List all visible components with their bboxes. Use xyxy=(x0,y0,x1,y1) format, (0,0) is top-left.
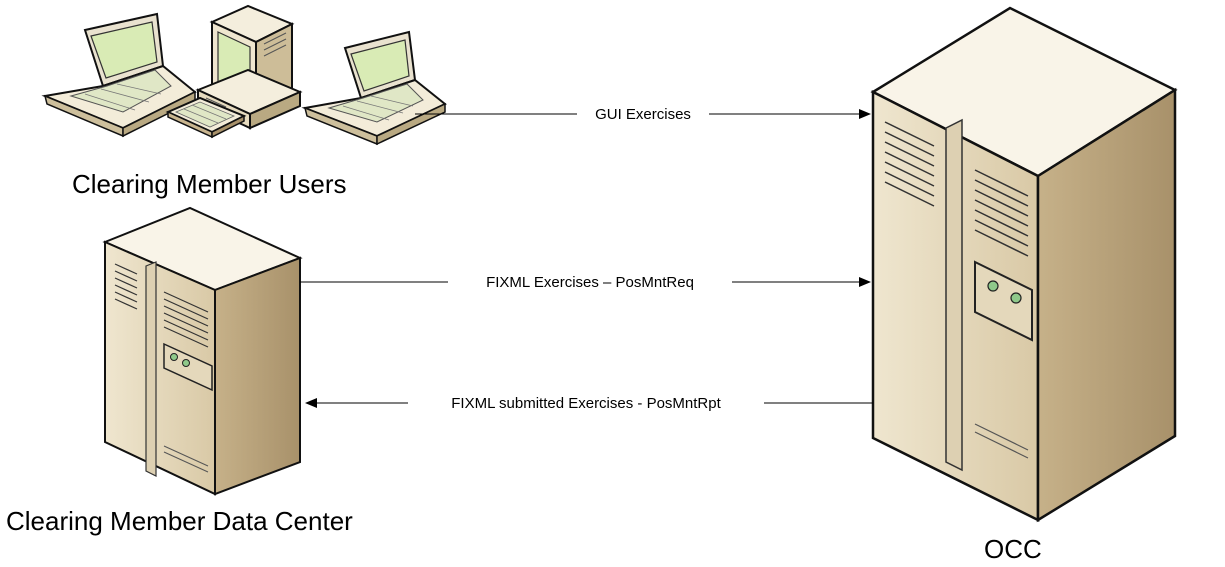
connector-label: GUI Exercises xyxy=(595,106,691,123)
connector-fixml-exercises: FIXML Exercises – PosMntReq xyxy=(300,272,871,292)
connector-label: FIXML submitted Exercises - PosMntRpt xyxy=(451,395,721,412)
connector-fixml-submitted-exercises: FIXML submitted Exercises - PosMntRpt xyxy=(305,393,873,413)
clearing-member-data-center-label: Clearing Member Data Center xyxy=(6,506,353,536)
laptop-icon xyxy=(41,12,197,138)
clearing-member-users-node: Clearing Member Users xyxy=(41,4,447,199)
server-tower-icon xyxy=(870,6,1178,523)
connector-gui-exercises: GUI Exercises xyxy=(415,104,871,124)
occ-label: OCC xyxy=(984,534,1042,564)
desktop-computer-icon xyxy=(165,4,303,139)
server-tower-icon xyxy=(102,206,303,496)
status-led xyxy=(170,353,178,361)
status-led xyxy=(182,359,190,367)
connector-label: FIXML Exercises – PosMntReq xyxy=(486,274,694,291)
laptop-icon xyxy=(301,30,447,146)
occ-node: OCC xyxy=(870,6,1178,564)
clearing-member-users-label: Clearing Member Users xyxy=(72,169,347,199)
status-led xyxy=(1010,292,1022,304)
status-led xyxy=(987,280,999,292)
clearing-member-data-center-node: Clearing Member Data Center xyxy=(6,206,353,536)
